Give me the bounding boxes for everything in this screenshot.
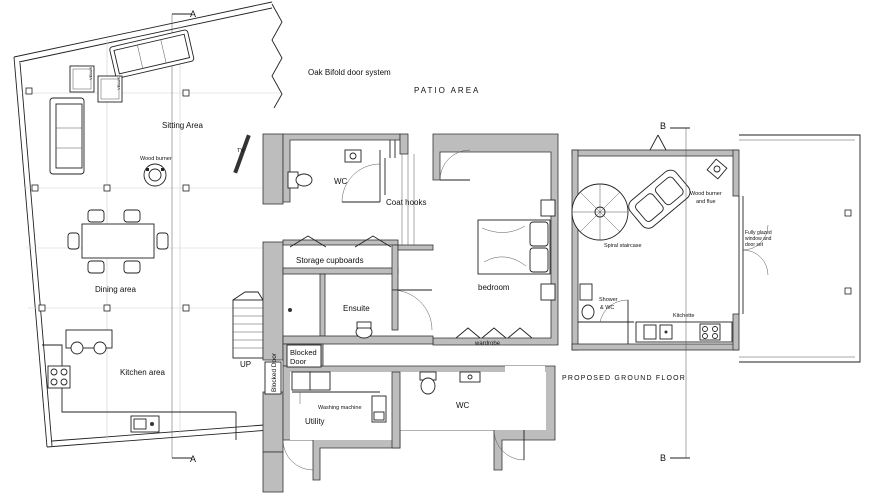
corridor-lines xyxy=(401,154,415,245)
blocked-door-label-2: Door xyxy=(290,357,307,366)
kitchette xyxy=(635,321,733,343)
wood-burner-flue-label-1: Wood burner xyxy=(690,191,722,197)
wood-burner-label: Wood burner xyxy=(140,156,172,162)
blocked-door-label-1: Blocked xyxy=(290,348,317,357)
glazed-label-2: window and xyxy=(745,236,772,242)
posts xyxy=(25,87,852,312)
wardrobe-label: wardrobe xyxy=(474,341,501,347)
kitchen-island xyxy=(65,329,113,355)
kitchen-sink xyxy=(130,415,160,433)
ensuite-room xyxy=(288,289,433,339)
washing-machine-label: Washing machine xyxy=(318,405,362,411)
kitchen-area-label: Kitchen area xyxy=(120,368,165,377)
wc-bottom-label: WC xyxy=(456,401,470,410)
section-line-a: A A xyxy=(171,9,196,464)
bedroom-room xyxy=(439,149,556,339)
wood-burner-flue-label-2: and flue xyxy=(696,199,716,205)
velux-window-1: VELUX xyxy=(69,65,95,93)
walls xyxy=(262,133,559,493)
section-b-top-label: B xyxy=(660,121,666,131)
kitchette-label: Kitchette xyxy=(673,313,694,319)
guide-lines xyxy=(22,25,280,440)
tv-label: TV xyxy=(237,148,244,154)
spiral-staircase xyxy=(571,183,629,241)
wood-burner xyxy=(143,163,167,187)
dining-area-label: Dining area xyxy=(95,285,136,294)
annex-stove xyxy=(706,158,728,180)
tv: TV xyxy=(233,134,251,174)
blocked-door-box: Blocked Door xyxy=(286,344,322,368)
wc-bottom-room xyxy=(419,371,525,461)
wc-top-label: WC xyxy=(334,177,348,186)
wc-top-room xyxy=(287,140,396,203)
ensuite-label: Ensuite xyxy=(343,304,370,313)
blocked-door-vertical: Blocked Door xyxy=(264,352,282,395)
section-a-top-label: A xyxy=(190,9,196,19)
up-label: UP xyxy=(240,360,251,369)
utility-label: Utility xyxy=(305,417,325,426)
proposed-ground-floor-label: PROPOSED GROUND FLOOR xyxy=(562,375,686,382)
velux-window-2: VELUX xyxy=(97,75,123,103)
oak-bifold-label: Oak Bifold door system xyxy=(308,68,391,77)
hob xyxy=(47,365,71,389)
storage-cupboards xyxy=(289,235,392,248)
section-line-b: B B xyxy=(660,121,690,463)
annex xyxy=(571,134,861,363)
annex-sofa xyxy=(628,169,691,229)
section-b-bottom-label: B xyxy=(660,453,666,463)
velux-1-label: VELUX xyxy=(88,67,93,80)
shower-label-2: & WC xyxy=(600,305,614,311)
sofa-left xyxy=(49,97,85,175)
utility-room xyxy=(282,371,387,471)
dining-table xyxy=(67,209,169,274)
storage-cupboards-label: Storage cupboards xyxy=(296,256,364,265)
section-a-bottom-label: A xyxy=(190,454,196,464)
sitting-area-label: Sitting Area xyxy=(162,121,203,130)
glazed-label-1: Fully glazed xyxy=(745,230,772,236)
blocked-door-vertical-label: Blocked Door xyxy=(271,352,278,392)
spiral-staircase-label: Spiral staircase xyxy=(604,243,642,249)
shower-wc xyxy=(578,283,634,344)
patio-area-label: PATIO AREA xyxy=(414,86,480,95)
staircase-up xyxy=(232,291,264,359)
shower-label-1: Shower xyxy=(599,297,618,303)
extension-outline xyxy=(13,1,283,448)
sofa-top xyxy=(109,29,195,79)
glazed-label-3: door set xyxy=(745,242,764,248)
bedroom-label: bedroom xyxy=(478,283,510,292)
velux-2-label: VELUX xyxy=(116,77,121,90)
coat-hooks-label: Coat hooks xyxy=(386,198,426,207)
